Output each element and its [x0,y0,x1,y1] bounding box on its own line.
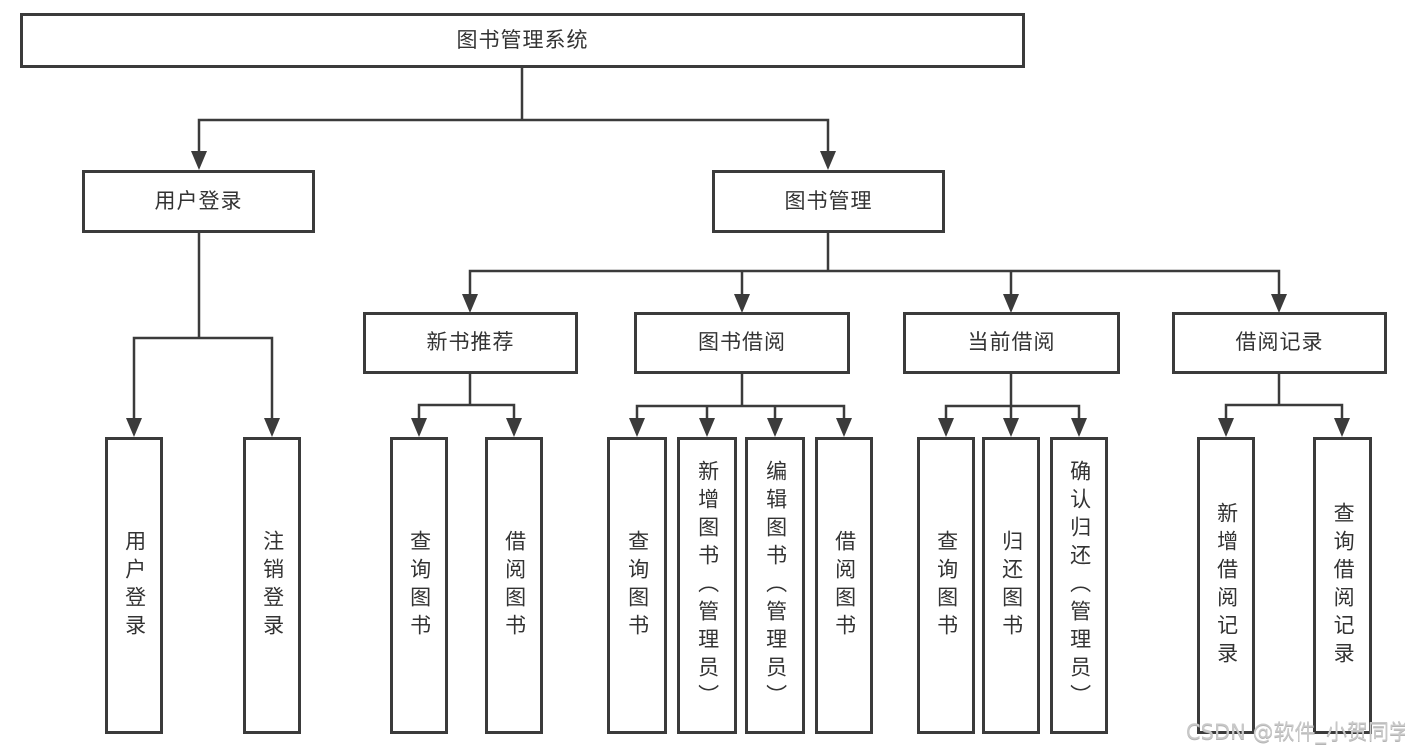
node-leaf-return-books: 归还图书 [982,437,1040,734]
node-branch-user-login: 用户登录 [82,170,315,233]
node-root-system: 图书管理系统 [20,13,1025,68]
node-branch-book-management: 图书管理 [712,170,945,233]
node-leaf-add-borrow-record: 新增借阅记录 [1197,437,1255,734]
node-leaf-edit-books-admin: 编辑图书（管理员） [745,437,805,734]
node-leaf-query-books-recommend: 查询图书 [390,437,448,734]
node-leaf-user-login: 用户登录 [105,437,163,734]
csdn-watermark: CSDN @软件_小贺同学 [1186,720,1405,744]
node-leaf-query-books-current: 查询图书 [917,437,975,734]
node-module-borrowing-records: 借阅记录 [1172,312,1387,374]
node-leaf-confirm-return-admin: 确认归还（管理员） [1050,437,1108,734]
node-module-current-borrowing: 当前借阅 [903,312,1120,374]
node-leaf-logout: 注销登录 [243,437,301,734]
node-module-book-borrowing: 图书借阅 [634,312,850,374]
node-leaf-query-borrow-record: 查询借阅记录 [1313,437,1372,734]
node-leaf-borrow-books-borrowing: 借阅图书 [815,437,873,734]
node-leaf-add-books-admin: 新增图书（管理员） [677,437,737,734]
node-leaf-borrow-books-recommend: 借阅图书 [485,437,543,734]
node-module-new-book-recommendation: 新书推荐 [363,312,578,374]
node-leaf-query-books-borrowing: 查询图书 [607,437,667,734]
